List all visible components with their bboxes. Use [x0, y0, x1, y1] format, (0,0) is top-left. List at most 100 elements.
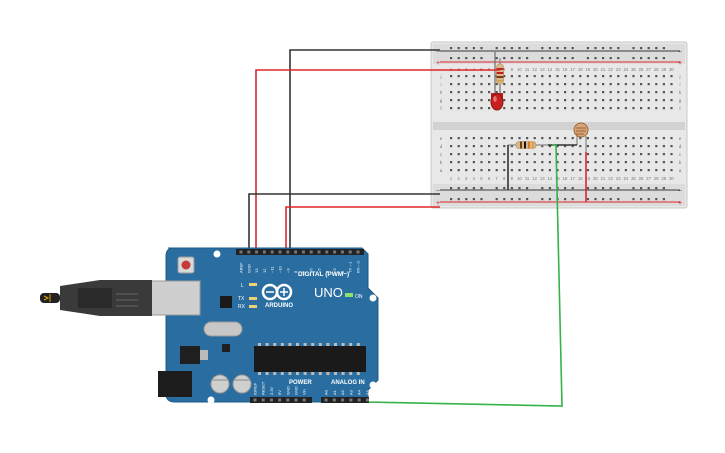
terminal-hole[interactable] — [556, 99, 559, 102]
rail-hole[interactable] — [571, 57, 574, 60]
terminal-hole[interactable] — [457, 99, 460, 102]
rail-hole[interactable] — [510, 198, 513, 201]
terminal-hole[interactable] — [617, 75, 620, 78]
terminal-hole[interactable] — [495, 153, 498, 156]
terminal-hole[interactable] — [640, 153, 643, 156]
terminal-hole[interactable] — [533, 153, 536, 156]
terminal-hole[interactable] — [488, 137, 491, 140]
terminal-hole[interactable] — [465, 107, 468, 110]
terminal-hole[interactable] — [465, 153, 468, 156]
terminal-hole[interactable] — [624, 83, 627, 86]
rail-hole[interactable] — [594, 47, 597, 50]
rail-hole[interactable] — [632, 198, 635, 201]
terminal-hole[interactable] — [488, 161, 491, 164]
terminal-hole[interactable] — [571, 169, 574, 172]
terminal-hole[interactable] — [594, 83, 597, 86]
terminal-hole[interactable] — [488, 107, 491, 110]
rail-hole[interactable] — [480, 198, 483, 201]
terminal-hole[interactable] — [518, 161, 521, 164]
terminal-hole[interactable] — [579, 107, 582, 110]
terminal-hole[interactable] — [450, 91, 453, 94]
terminal-hole[interactable] — [533, 169, 536, 172]
terminal-hole[interactable] — [640, 91, 643, 94]
terminal-hole[interactable] — [495, 169, 498, 172]
terminal-hole[interactable] — [602, 169, 605, 172]
terminal-hole[interactable] — [640, 161, 643, 164]
rail-hole[interactable] — [450, 198, 453, 201]
terminal-hole[interactable] — [518, 107, 521, 110]
header-pin[interactable] — [270, 250, 274, 254]
terminal-hole[interactable] — [579, 145, 582, 148]
rail-hole[interactable] — [662, 47, 665, 50]
rail-hole[interactable] — [640, 47, 643, 50]
terminal-hole[interactable] — [632, 145, 635, 148]
header-pin[interactable] — [317, 250, 321, 254]
terminal-hole[interactable] — [541, 145, 544, 148]
terminal-hole[interactable] — [564, 75, 567, 78]
terminal-hole[interactable] — [655, 75, 658, 78]
terminal-hole[interactable] — [457, 75, 460, 78]
rail-hole[interactable] — [655, 198, 658, 201]
terminal-hole[interactable] — [602, 83, 605, 86]
header-pin[interactable] — [349, 398, 353, 402]
terminal-hole[interactable] — [647, 75, 650, 78]
terminal-hole[interactable] — [526, 161, 529, 164]
terminal-hole[interactable] — [480, 161, 483, 164]
terminal-hole[interactable] — [564, 153, 567, 156]
rail-hole[interactable] — [632, 57, 635, 60]
rail-hole[interactable] — [632, 47, 635, 50]
rail-hole[interactable] — [503, 198, 506, 201]
terminal-hole[interactable] — [541, 91, 544, 94]
terminal-hole[interactable] — [465, 75, 468, 78]
rail-hole[interactable] — [457, 198, 460, 201]
rail-hole[interactable] — [503, 187, 506, 190]
rail-hole[interactable] — [548, 57, 551, 60]
rail-hole[interactable] — [526, 47, 529, 50]
rail-hole[interactable] — [602, 187, 605, 190]
terminal-hole[interactable] — [533, 99, 536, 102]
rail-hole[interactable] — [503, 57, 506, 60]
terminal-hole[interactable] — [495, 91, 498, 94]
terminal-hole[interactable] — [457, 107, 460, 110]
terminal-hole[interactable] — [556, 153, 559, 156]
terminal-hole[interactable] — [526, 83, 529, 86]
terminal-hole[interactable] — [472, 107, 475, 110]
terminal-hole[interactable] — [526, 99, 529, 102]
rail-hole[interactable] — [510, 47, 513, 50]
rail-hole[interactable] — [632, 187, 635, 190]
terminal-hole[interactable] — [503, 83, 506, 86]
rail-hole[interactable] — [472, 198, 475, 201]
rail-hole[interactable] — [662, 198, 665, 201]
terminal-hole[interactable] — [662, 75, 665, 78]
rail-hole[interactable] — [480, 187, 483, 190]
terminal-hole[interactable] — [450, 161, 453, 164]
terminal-hole[interactable] — [541, 83, 544, 86]
terminal-hole[interactable] — [662, 153, 665, 156]
terminal-hole[interactable] — [594, 153, 597, 156]
header-pin[interactable] — [325, 250, 329, 254]
rail-hole[interactable] — [518, 187, 521, 190]
terminal-hole[interactable] — [450, 107, 453, 110]
terminal-hole[interactable] — [526, 91, 529, 94]
terminal-hole[interactable] — [556, 107, 559, 110]
terminal-hole[interactable] — [556, 161, 559, 164]
rail-hole[interactable] — [594, 198, 597, 201]
rail-hole[interactable] — [647, 187, 650, 190]
rail-hole[interactable] — [602, 198, 605, 201]
terminal-hole[interactable] — [564, 145, 567, 148]
terminal-hole[interactable] — [624, 145, 627, 148]
terminal-hole[interactable] — [632, 153, 635, 156]
terminal-hole[interactable] — [495, 137, 498, 140]
terminal-hole[interactable] — [579, 91, 582, 94]
terminal-hole[interactable] — [472, 169, 475, 172]
terminal-hole[interactable] — [571, 107, 574, 110]
terminal-hole[interactable] — [647, 83, 650, 86]
terminal-hole[interactable] — [670, 145, 673, 148]
terminal-hole[interactable] — [548, 75, 551, 78]
terminal-hole[interactable] — [655, 153, 658, 156]
terminal-hole[interactable] — [510, 161, 513, 164]
terminal-hole[interactable] — [632, 83, 635, 86]
rail-hole[interactable] — [472, 187, 475, 190]
terminal-hole[interactable] — [510, 91, 513, 94]
terminal-hole[interactable] — [655, 169, 658, 172]
